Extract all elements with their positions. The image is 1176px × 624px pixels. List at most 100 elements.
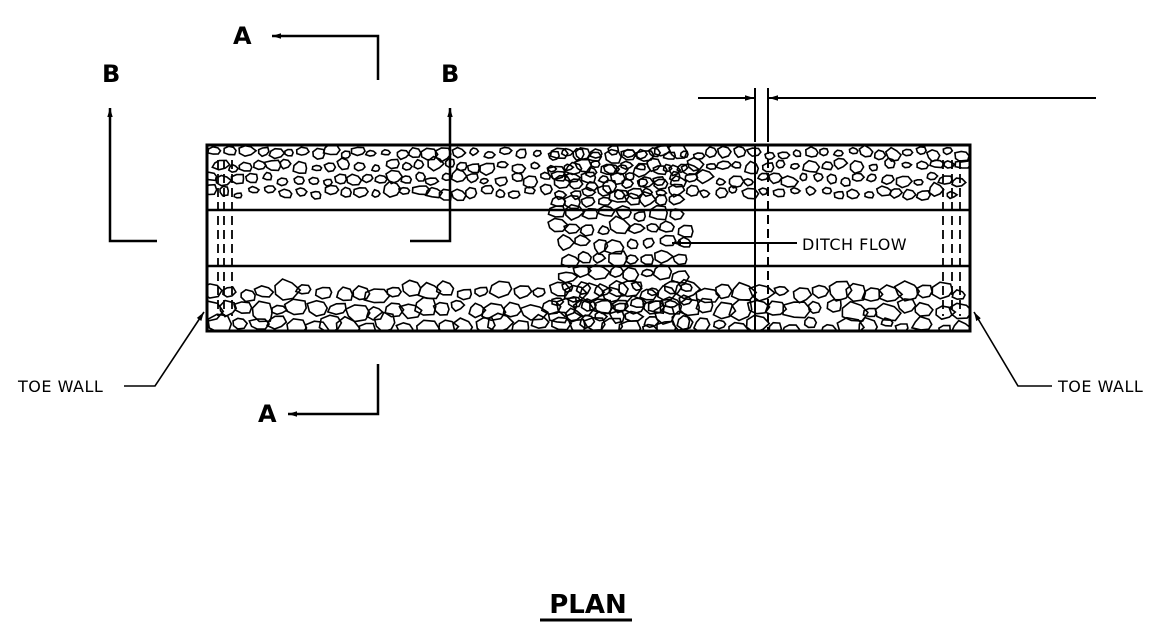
riprap-stone bbox=[625, 254, 640, 265]
riprap-stone bbox=[715, 283, 733, 300]
riprap-stone bbox=[600, 163, 617, 176]
riprap-stone bbox=[896, 298, 917, 314]
riprap-stone bbox=[468, 147, 480, 157]
riprap-stone bbox=[954, 159, 970, 169]
riprap-stone bbox=[880, 174, 895, 186]
riprap-stone bbox=[451, 146, 467, 159]
riprap-stone bbox=[668, 193, 686, 206]
riprap-stone bbox=[742, 177, 755, 187]
riprap-stone bbox=[929, 159, 946, 169]
riprap-stone bbox=[662, 163, 673, 173]
riprap-stone bbox=[935, 305, 957, 321]
riprap-stone bbox=[746, 299, 771, 315]
riprap-stone bbox=[951, 177, 967, 188]
riprap-stone bbox=[768, 321, 783, 331]
riprap-stone bbox=[450, 299, 466, 313]
riprap-stone bbox=[396, 149, 410, 161]
riprap-stone bbox=[731, 160, 742, 169]
riprap-stone bbox=[608, 310, 625, 325]
riprap-stone bbox=[575, 280, 592, 295]
riprap-stone bbox=[499, 146, 513, 156]
riprap-stone bbox=[524, 185, 536, 195]
riprap-stone bbox=[792, 149, 802, 158]
riprap-stone bbox=[648, 204, 669, 221]
riprap-stone bbox=[622, 266, 640, 283]
riprap-stone bbox=[519, 303, 550, 321]
riprap-stone bbox=[308, 176, 320, 186]
riprap-stone bbox=[678, 294, 693, 306]
riprap-stone bbox=[636, 178, 649, 188]
section-b-right-marker bbox=[410, 108, 453, 243]
riprap-stone bbox=[590, 160, 601, 169]
riprap-stone bbox=[295, 146, 311, 156]
riprap-stone bbox=[642, 237, 655, 250]
riprap-stone bbox=[741, 187, 760, 200]
riprap-stone bbox=[263, 159, 282, 172]
riprap-stone bbox=[401, 161, 414, 171]
riprap-stone bbox=[671, 310, 691, 331]
riprap-stone bbox=[502, 301, 523, 318]
riprap-stone bbox=[674, 278, 702, 300]
riprap-stone bbox=[764, 300, 788, 316]
riprap-stone bbox=[593, 282, 613, 297]
riprap-stone bbox=[873, 149, 887, 161]
riprap-stone bbox=[579, 224, 595, 237]
riprap-stone bbox=[640, 254, 655, 266]
riprap-stone bbox=[350, 146, 366, 157]
riprap-stone bbox=[695, 287, 721, 304]
riprap-stone bbox=[643, 315, 660, 329]
riprap-stone bbox=[549, 147, 569, 160]
section-a-top-marker bbox=[272, 33, 380, 80]
riprap-stone bbox=[344, 304, 371, 323]
riprap-stone bbox=[452, 317, 474, 331]
riprap-stone bbox=[627, 222, 646, 235]
riprap-stone bbox=[789, 186, 802, 195]
riprap-stone bbox=[567, 295, 583, 309]
riprap-stone bbox=[840, 176, 851, 187]
riprap-stone bbox=[656, 284, 677, 301]
riprap-stone bbox=[373, 311, 396, 331]
riprap-stone bbox=[623, 192, 641, 206]
riprap-stone bbox=[698, 189, 711, 199]
riprap-stone bbox=[515, 148, 527, 159]
riprap-stone bbox=[948, 302, 970, 320]
riprap-stone bbox=[511, 319, 530, 331]
riprap-stone bbox=[728, 298, 753, 322]
riprap-stone bbox=[692, 152, 706, 161]
riprap-stone bbox=[841, 300, 869, 322]
riprap-stone bbox=[624, 310, 645, 323]
riprap-stone bbox=[704, 145, 718, 159]
riprap-stone bbox=[799, 172, 808, 182]
riprap-stone bbox=[672, 253, 688, 266]
riprap-stone bbox=[371, 188, 381, 198]
riprap-stone bbox=[547, 311, 569, 324]
riprap-stone bbox=[928, 181, 945, 198]
toe-wall-right-label: TOE WALL bbox=[1057, 377, 1143, 396]
riprap-stone bbox=[370, 163, 381, 173]
riprap-stone bbox=[326, 302, 347, 316]
riprap-stone bbox=[455, 161, 468, 172]
riprap-stone bbox=[862, 307, 878, 318]
riprap-stone bbox=[715, 160, 733, 171]
riprap-stone bbox=[479, 162, 496, 177]
riprap-stone bbox=[646, 222, 660, 233]
riprap-stone bbox=[653, 178, 669, 191]
riprap-stone bbox=[353, 161, 366, 172]
riprap-stone bbox=[263, 185, 277, 194]
riprap-stone bbox=[563, 223, 582, 235]
riprap-stone bbox=[279, 158, 292, 170]
riprap-stone bbox=[513, 285, 533, 300]
riprap-stone bbox=[551, 297, 565, 307]
riprap-stone bbox=[895, 175, 914, 189]
riprap-stone bbox=[563, 194, 581, 210]
riprap-stone bbox=[547, 204, 566, 218]
riprap-stone bbox=[507, 190, 521, 200]
riprap-stone bbox=[626, 238, 639, 250]
riprap-stone bbox=[232, 317, 249, 330]
riprap-stone bbox=[481, 302, 507, 322]
riprap-stone bbox=[893, 280, 921, 302]
riprap-stone bbox=[574, 147, 591, 161]
riprap-stone bbox=[647, 300, 665, 315]
riprap-stone bbox=[468, 302, 487, 319]
riprap-stone bbox=[913, 179, 924, 186]
